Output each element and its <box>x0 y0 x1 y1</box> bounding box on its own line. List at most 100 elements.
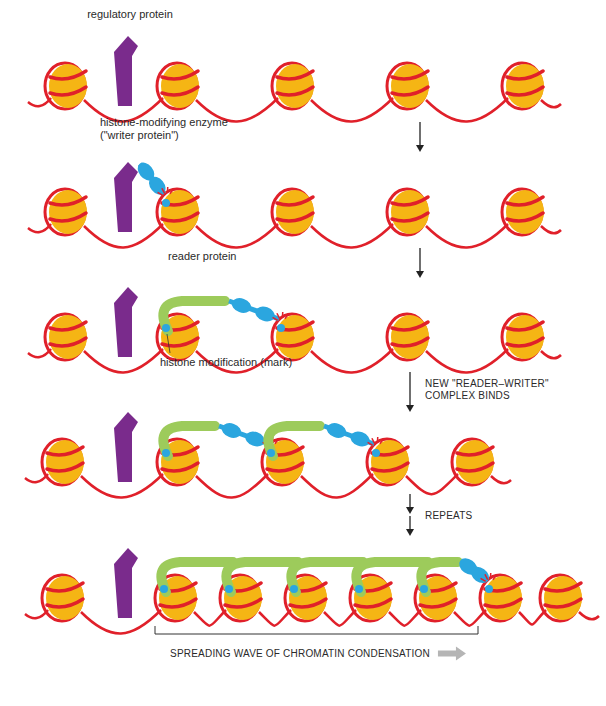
modification-spark <box>485 574 488 579</box>
regulatory-protein <box>114 162 138 232</box>
dna-wrap <box>507 87 543 95</box>
modification-spark <box>380 439 383 444</box>
step-arrow <box>406 507 414 514</box>
part-label: histone modification (mark) <box>160 356 292 368</box>
part-label: histone-modifying enzyme ("writer protei… <box>100 116 228 141</box>
linker-dna <box>196 474 268 498</box>
dna-wrap <box>507 71 543 79</box>
modification-spark <box>162 188 165 193</box>
histone-core <box>49 190 87 234</box>
step-arrow <box>406 529 414 536</box>
step-arrow <box>419 122 420 146</box>
regulatory-protein <box>114 412 138 482</box>
modification-spark <box>273 317 278 320</box>
reader-protein <box>163 301 225 331</box>
dna-wrap <box>507 338 543 346</box>
linker-dna <box>541 351 561 358</box>
histone-mark <box>162 449 170 457</box>
reader-protein <box>163 426 215 456</box>
writer-protein <box>253 304 277 324</box>
dna-wrap <box>160 599 196 607</box>
histone-core <box>46 440 84 484</box>
label-box: regulatory protein <box>70 8 190 21</box>
histone-core <box>544 576 582 620</box>
modification-spark <box>277 313 280 318</box>
dna-wrap <box>392 213 428 221</box>
linker-dna <box>194 610 226 626</box>
histone-core <box>506 315 544 359</box>
dna-wrap <box>277 213 313 221</box>
part-label: regulatory protein <box>87 8 173 20</box>
dna-wrap <box>50 322 86 330</box>
linker-dna <box>426 98 508 122</box>
label-box: SPREADING WAVE OF CHROMATIN CONDENSATION <box>70 648 530 660</box>
dna-wrap <box>507 213 543 221</box>
dna-wrap <box>392 338 428 346</box>
modification-spark <box>481 578 486 581</box>
linker-dna <box>454 610 486 626</box>
histone-core <box>456 440 494 484</box>
label-box: histone-modifying enzyme ("writer protei… <box>100 116 240 142</box>
label-box: REPEATS <box>425 510 525 522</box>
dna-wrap <box>50 338 86 346</box>
dna-wrap <box>277 71 313 79</box>
histone-mark <box>420 585 428 593</box>
histone-mark <box>290 585 298 593</box>
leader-line <box>167 334 170 353</box>
dna-wrap <box>420 599 456 607</box>
linker-dna <box>426 224 508 248</box>
label-box: histone modification (mark) <box>160 356 330 369</box>
writer-protein <box>243 429 267 449</box>
writer-protein <box>146 173 169 197</box>
step-label: NEW "READER–WRITER" COMPLEX BINDS <box>425 378 549 401</box>
linker-dna <box>311 349 393 373</box>
writer-protein <box>348 429 372 449</box>
histone-core <box>46 576 84 620</box>
modification-spark <box>490 573 492 579</box>
histone-core <box>276 190 314 234</box>
step-label: REPEATS <box>425 510 472 521</box>
modification-spark <box>158 192 163 195</box>
part-label: reader protein <box>168 250 237 262</box>
step-arrow <box>406 405 414 412</box>
linker-dna <box>519 610 546 625</box>
histone-core <box>276 64 314 108</box>
writer-protein <box>230 296 254 316</box>
reader-protein <box>268 426 320 456</box>
dna-wrap <box>50 197 86 205</box>
dna-wrap <box>50 87 86 95</box>
writer-protein <box>468 563 492 586</box>
direction-arrow <box>438 647 466 661</box>
dna-wrap <box>392 197 428 205</box>
dna-wrap <box>545 583 581 591</box>
label-box: NEW "READER–WRITER" COMPLEX BINDS <box>425 378 565 402</box>
dna-wrap <box>507 322 543 330</box>
histone-core <box>161 190 199 234</box>
dna-wrap <box>277 87 313 95</box>
linker-dna <box>311 98 393 122</box>
histone-mark <box>355 585 363 593</box>
step-arrow <box>416 145 424 152</box>
histone-core <box>391 315 429 359</box>
histone-core <box>506 190 544 234</box>
dna-wrap <box>162 463 198 471</box>
histone-core <box>391 190 429 234</box>
writer-protein <box>220 421 244 441</box>
histone-mark <box>372 449 380 457</box>
histone-mark <box>485 585 493 593</box>
regulatory-protein <box>114 36 138 106</box>
modification-spark <box>372 438 375 443</box>
linker-dna <box>389 610 421 626</box>
histone-mark <box>267 449 275 457</box>
histone-mark <box>225 585 233 593</box>
step-arrow <box>419 248 420 272</box>
modification-spark <box>285 314 288 319</box>
dna-wrap <box>545 599 581 607</box>
histone-core <box>506 64 544 108</box>
linker-dna <box>491 476 511 483</box>
dna-wrap <box>162 71 198 79</box>
step-arrow <box>409 372 410 406</box>
histone-core <box>49 64 87 108</box>
dna-wrap <box>267 463 303 471</box>
dna-wrap <box>50 71 86 79</box>
